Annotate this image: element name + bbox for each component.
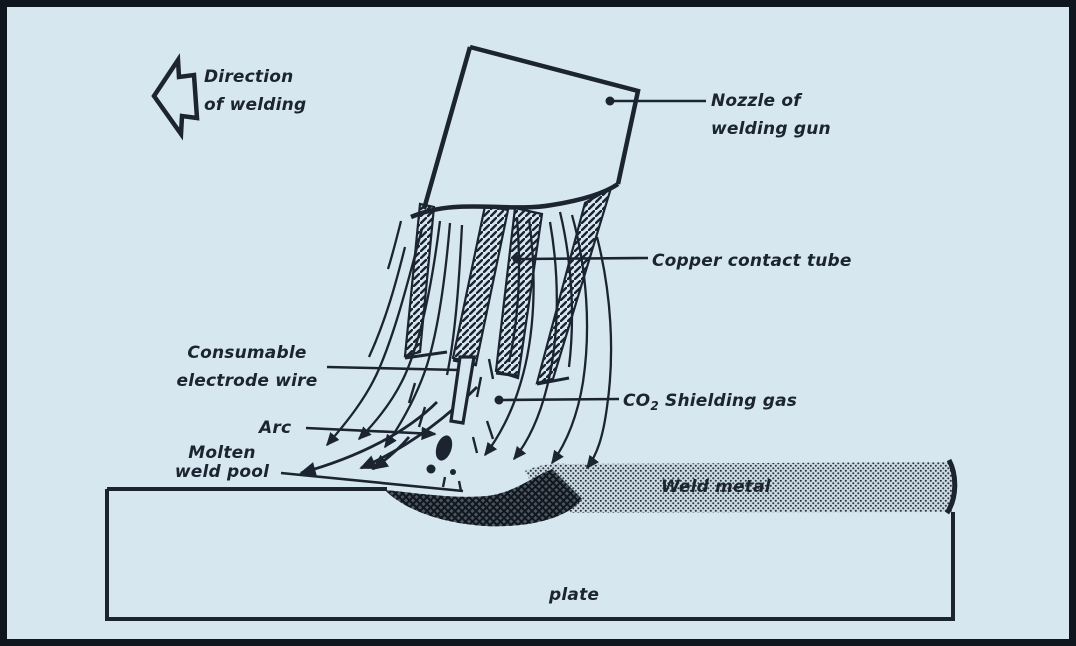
consumable-line2: electrode wire [176, 371, 318, 391]
plate-outline [105, 487, 955, 621]
nozzle-line2: welding gun [711, 119, 831, 139]
molten-line2: weld pool [174, 462, 270, 482]
direction-arrow-icon [151, 53, 200, 141]
nozzle-wall-left [403, 202, 436, 358]
molten-weld-pool-label: Molten weld pool [165, 444, 279, 482]
plate-label: plate [549, 585, 600, 605]
weld-metal-label: Weld metal [661, 477, 771, 497]
co2-subscript: 2 [650, 399, 659, 413]
nozzle-line1: Nozzle of [711, 91, 801, 111]
welding-diagram-drawing [105, 44, 958, 621]
direction-line1: Direction [204, 67, 294, 87]
leader-lines [280, 96, 706, 493]
direction-line2: of welding [204, 95, 307, 115]
weld-metal-band [525, 458, 958, 515]
arc-label: Arc [259, 418, 292, 438]
welding-gun-outline [410, 44, 641, 220]
contact-tube-right [494, 206, 544, 380]
co2-shielding-gas-label: CO2 Shielding gas [623, 387, 797, 420]
co2-rest: Shielding gas [658, 391, 798, 411]
nozzle-label: Nozzle of welding gun [711, 87, 831, 143]
direction-of-welding-label: Direction of welding [204, 63, 306, 119]
electrode-wire [449, 355, 476, 425]
nozzle-wall-right [535, 185, 613, 385]
molten-weld-pool [385, 469, 582, 527]
arc-blob [426, 435, 456, 475]
molten-line1: Molten [188, 443, 256, 463]
consumable-electrode-wire-label: Consumable electrode wire [159, 339, 335, 395]
consumable-line1: Consumable [187, 343, 307, 363]
co2-prefix: CO [623, 391, 651, 411]
copper-contact-tube-label: Copper contact tube [652, 251, 852, 271]
